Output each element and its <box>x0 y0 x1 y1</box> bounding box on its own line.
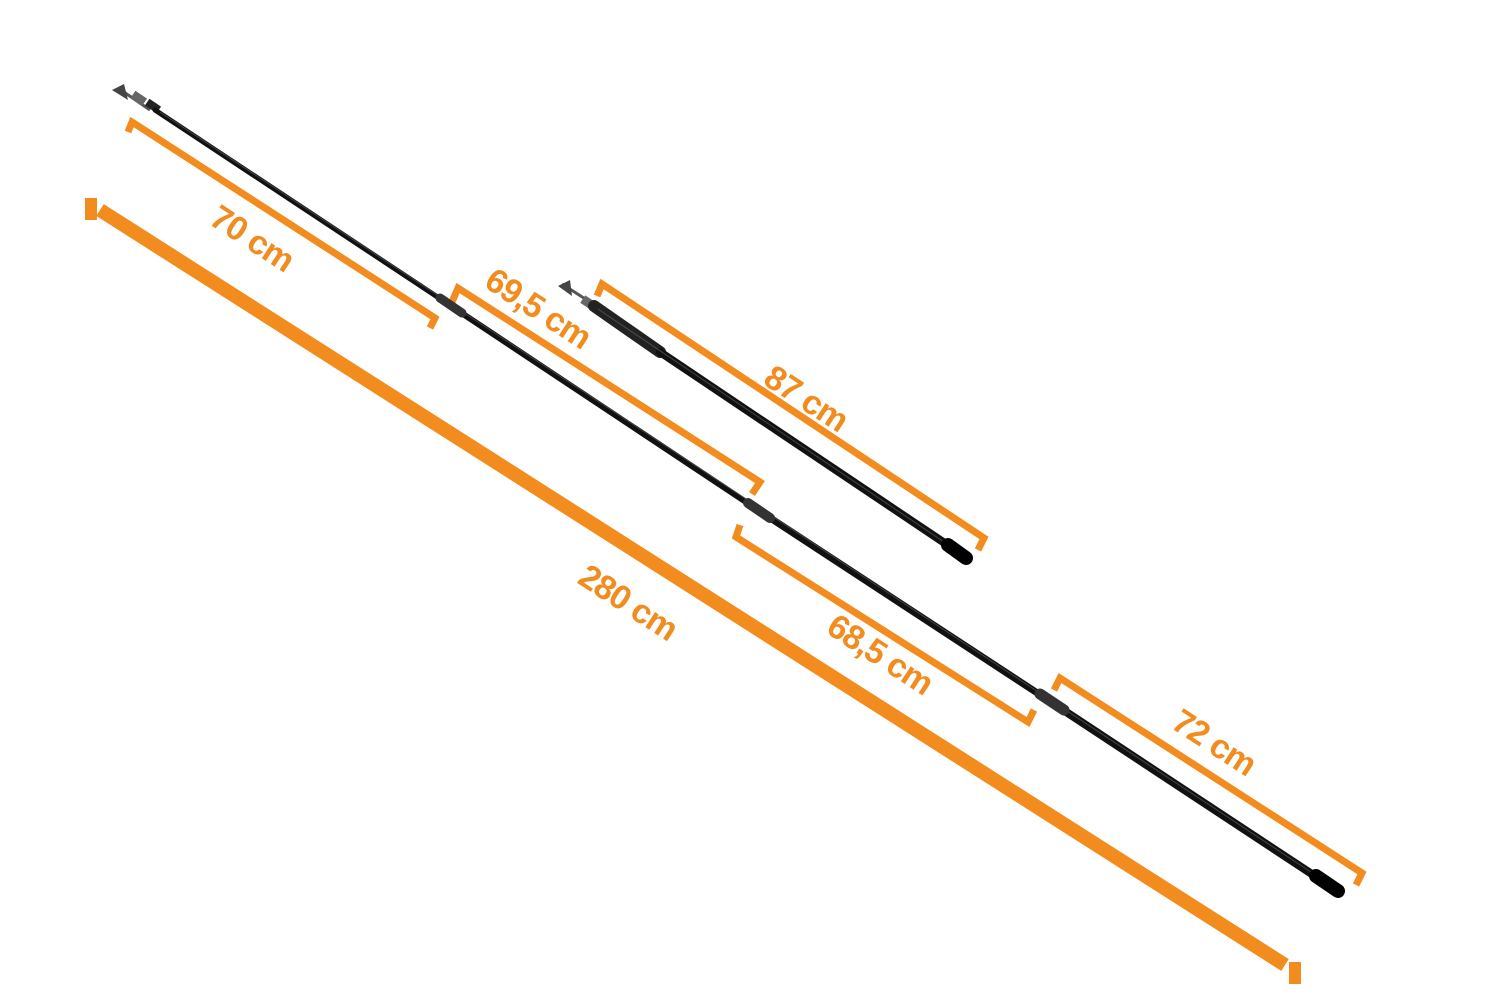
long-pole-foot-cap <box>1309 869 1345 898</box>
pole-joint-3 <box>1034 688 1070 716</box>
total-length-bracket <box>85 198 1301 984</box>
segment-4-label: 72 cm <box>1165 702 1262 784</box>
pole-joint-1 <box>435 293 467 318</box>
short-pole-bracket <box>593 278 989 552</box>
short-telescopic-pole <box>558 280 973 565</box>
segment-3-bracket <box>731 523 1038 728</box>
segment-1-label: 70 cm <box>203 198 300 280</box>
short-pole-foot-cap <box>941 538 973 565</box>
long-telescopic-pole <box>112 84 1345 898</box>
segment-1-bracket <box>124 116 440 330</box>
pole-joint-2 <box>743 498 775 523</box>
segment-4-bracket <box>1050 672 1367 887</box>
segment-2-bracket <box>448 282 765 496</box>
